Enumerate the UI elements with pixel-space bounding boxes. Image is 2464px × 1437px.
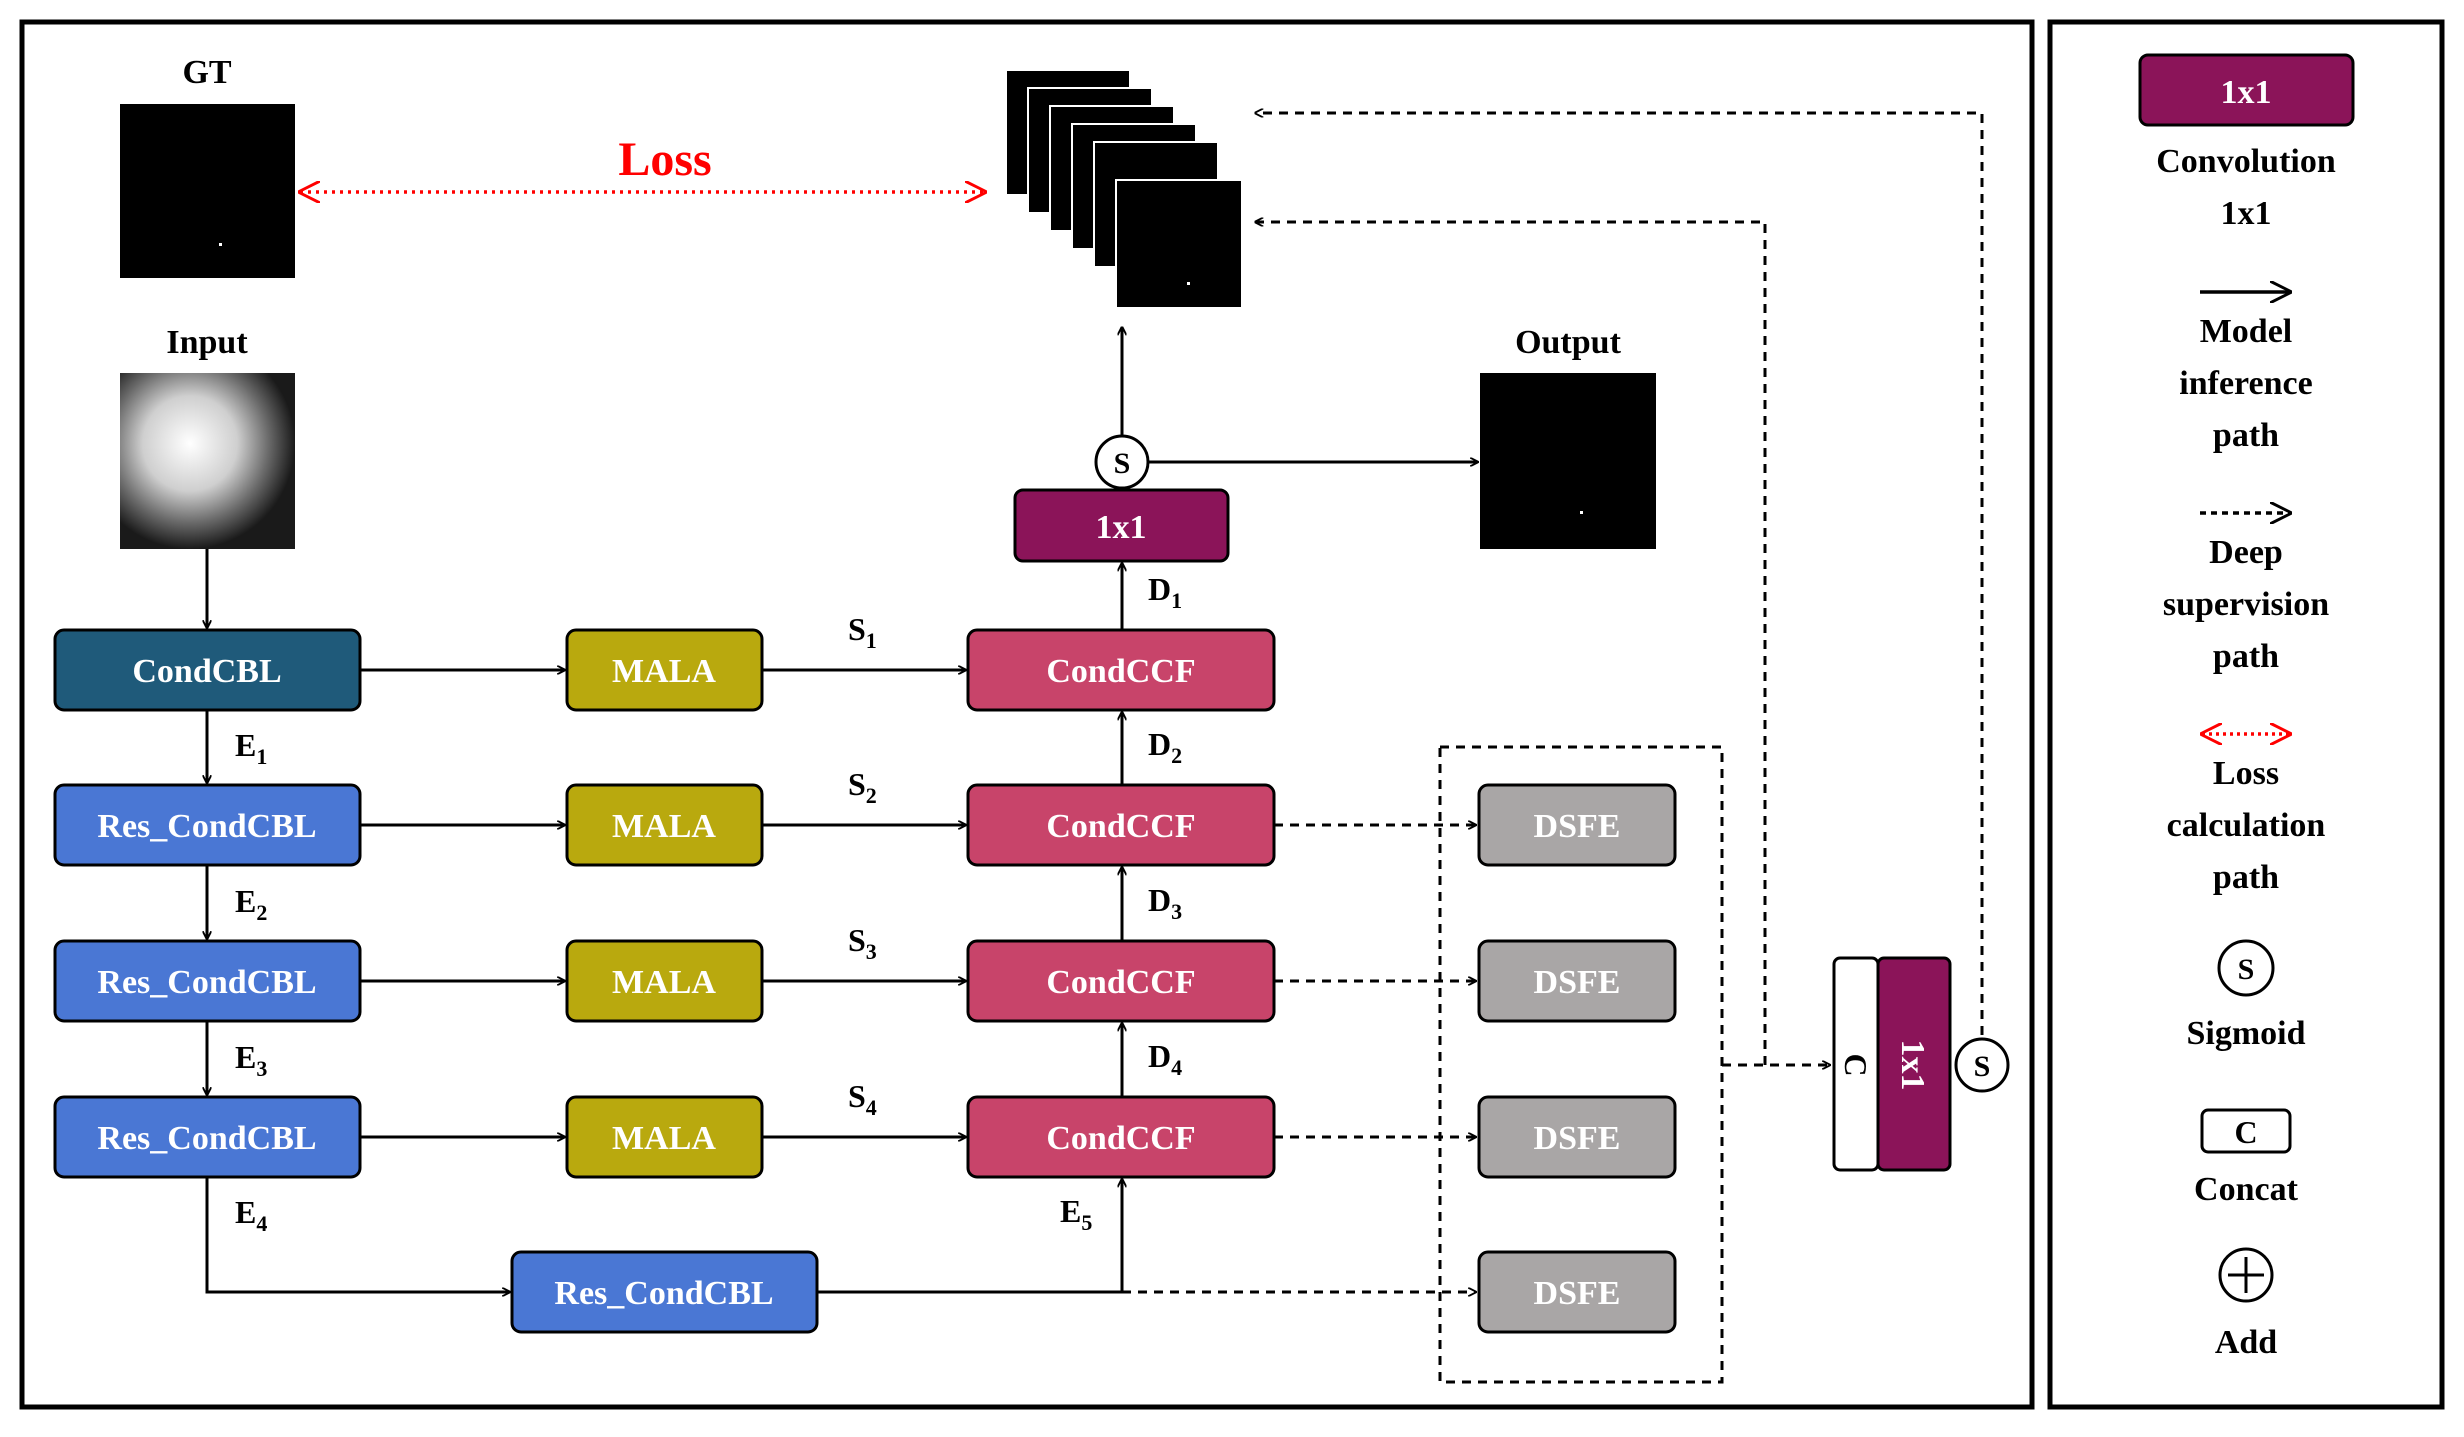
prediction-stack	[1005, 69, 1243, 309]
deep-supervision-line-inner	[1255, 222, 1767, 1065]
legend-concat-icon	[2200, 1108, 2292, 1154]
legend-model-text-2: inference	[2179, 365, 2312, 402]
label-d1: D1	[1148, 571, 1182, 613]
legend-add-text: Add	[2215, 1324, 2277, 1361]
legend-sigmoid-symbol: S	[2238, 953, 2255, 986]
dsfe-column: DSFE DSFE DSFE DSFE	[1477, 783, 1677, 1334]
encoder-edge-labels: E1 E2 E3 E4 E5	[235, 727, 1092, 1236]
input-label: Input	[166, 324, 248, 361]
decoder-block-4-label: CondCCF	[1046, 1120, 1195, 1157]
encoder-block-1-label: CondCBL	[132, 653, 281, 690]
output-target-dot	[1580, 511, 1583, 514]
output-label: Output	[1515, 324, 1621, 361]
decoder-block-2-label: CondCCF	[1046, 808, 1195, 845]
encoder-block-4-label: Res_CondCBL	[97, 1120, 316, 1157]
side-sigmoid-node	[1954, 1037, 2010, 1093]
label-d2: D2	[1148, 726, 1182, 768]
label-s3: S3	[848, 922, 877, 964]
legend-panel-border	[2047, 19, 2445, 1410]
decoder-block-3-label: CondCCF	[1046, 964, 1195, 1001]
dsfe-block-4	[1477, 1250, 1677, 1334]
conv-1x1-label: 1x1	[1096, 509, 1147, 546]
gt-target-dot	[219, 243, 222, 246]
side-sigmoid-symbol: S	[1974, 1050, 1991, 1083]
label-s1: S1	[848, 611, 877, 653]
input-image	[120, 373, 295, 549]
legend-loss-text-1: Loss	[2213, 755, 2279, 792]
legend-concat-symbol: C	[2234, 1114, 2257, 1150]
mala-block-4-label: MALA	[612, 1120, 716, 1157]
gt-label: GT	[182, 54, 231, 91]
legend-conv-text-2: 1x1	[2221, 195, 2272, 232]
dsfe-block-3	[1477, 1095, 1677, 1179]
mala-block-2-label: MALA	[612, 808, 716, 845]
legend-deep-text-2: supervision	[2163, 586, 2329, 623]
dsfe-block-4-label: DSFE	[1534, 1275, 1621, 1312]
legend-model-text-3: path	[2213, 417, 2279, 454]
dsfe-block-2-label: DSFE	[1534, 964, 1621, 1001]
mala-column: MALA MALA MALA MALA	[565, 628, 764, 1179]
concat-block-label: C	[1838, 1053, 1874, 1076]
conv-1x1-block	[1013, 488, 1230, 563]
dsfe-block-3-label: DSFE	[1534, 1120, 1621, 1157]
legend-conv-swatch	[2138, 53, 2355, 127]
gt-image	[120, 104, 295, 278]
label-s4: S4	[848, 1078, 877, 1120]
dsfe-block-1-label: DSFE	[1534, 808, 1621, 845]
sigmoid-node-symbol: S	[1114, 447, 1131, 480]
legend: 1x1 Convolution 1x1 Model inference path…	[2138, 53, 2355, 1361]
legend-conv-swatch-label: 1x1	[2221, 74, 2272, 111]
label-e4: E4	[235, 1194, 267, 1236]
encoder-block-3-label: Res_CondCBL	[97, 964, 316, 1001]
label-d4: D4	[1148, 1038, 1182, 1080]
legend-deep-text-3: path	[2213, 638, 2279, 675]
legend-deep-text-1: Deep	[2209, 534, 2283, 571]
main-panel-border	[19, 19, 2035, 1410]
deep-supervision-line-outer	[1255, 113, 1984, 1035]
decoder-column: CondCCF CondCCF CondCCF CondCCF	[966, 628, 1276, 1179]
label-e2: E2	[235, 883, 267, 925]
legend-model-text-1: Model	[2200, 313, 2293, 350]
dsfe-block-2	[1477, 939, 1677, 1023]
label-e5: E5	[1060, 1193, 1092, 1235]
loss-label: Loss	[618, 133, 711, 186]
label-e3: E3	[235, 1039, 267, 1081]
decoder-block-1-label: CondCCF	[1046, 653, 1195, 690]
legend-sigmoid-text: Sigmoid	[2186, 1015, 2305, 1052]
mala-block-1-label: MALA	[612, 653, 716, 690]
encoder-block-5-label: Res_CondCBL	[554, 1275, 773, 1312]
legend-conv-text-1: Convolution	[2156, 143, 2336, 180]
dsfe-block-1	[1477, 783, 1677, 867]
arrow-e4	[205, 1177, 510, 1292]
decoder-edge-labels: D1 D2 D3 D4	[1148, 571, 1182, 1080]
encoder-column: CondCBL Res_CondCBL Res_CondCBL Res_Cond…	[53, 628, 819, 1334]
mala-block-3-label: MALA	[612, 964, 716, 1001]
side-conv-label: 1x1	[1894, 1040, 1931, 1091]
label-e1: E1	[235, 727, 267, 769]
encoder-block-2-label: Res_CondCBL	[97, 808, 316, 845]
output-image	[1480, 373, 1656, 549]
legend-concat-text: Concat	[2194, 1171, 2299, 1208]
legend-loss-text-3: path	[2213, 859, 2279, 896]
side-conv-block	[1876, 956, 1952, 1172]
legend-sigmoid-icon	[2217, 939, 2275, 997]
skip-edge-labels: S1 S2 S3 S4	[848, 611, 877, 1120]
legend-loss-text-2: calculation	[2167, 807, 2326, 844]
label-s2: S2	[848, 766, 877, 808]
label-d3: D3	[1148, 882, 1182, 924]
